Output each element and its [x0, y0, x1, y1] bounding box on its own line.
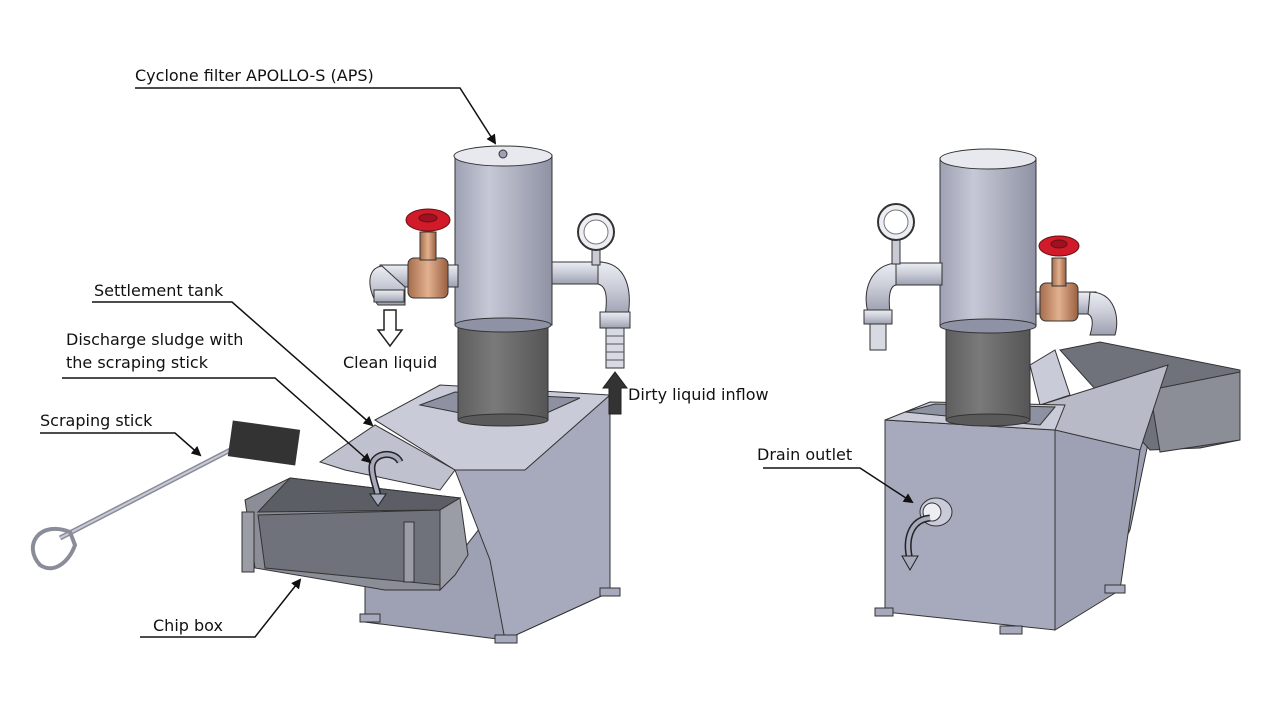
right-unit: [863, 148, 1241, 635]
label-chip-box: Chip box: [153, 616, 223, 635]
label-settlement-tank: Settlement tank: [94, 281, 224, 300]
leader-chip-box: [140, 578, 302, 638]
cyclone-upper-cylinder: [454, 154, 553, 326]
scraping-brush: [227, 420, 301, 466]
label-discharge-sludge-line1: Discharge sludge with: [66, 330, 244, 349]
foot: [1104, 584, 1126, 594]
dirty-liquid-arrow-icon: [602, 371, 628, 415]
label-discharge-sludge-line2: the scraping stick: [66, 353, 208, 372]
foot: [599, 587, 621, 597]
cyclone-lower-cylinder: [945, 319, 1031, 421]
clean-liquid-arrow-icon: [376, 309, 404, 348]
cyclone-lid: [939, 148, 1037, 170]
scraping-stick: [30, 420, 301, 571]
leader-drain-outlet: [763, 467, 914, 504]
cyclone-upper-cylinder: [939, 157, 1037, 327]
leader-lines: [40, 87, 914, 638]
label-dirty-liquid-inflow: Dirty liquid inflow: [628, 385, 769, 404]
label-drain-outlet: Drain outlet: [757, 445, 853, 464]
label-scraping-stick: Scraping stick: [40, 411, 153, 430]
foot: [494, 634, 518, 644]
leader-discharge-sludge: [62, 377, 372, 464]
foot: [874, 607, 894, 617]
label-cyclone-filter: Cyclone filter APOLLO-S (APS): [135, 66, 374, 85]
valve-body: [1039, 282, 1079, 322]
foot: [999, 625, 1023, 635]
foot: [359, 613, 381, 623]
left-unit: [30, 145, 631, 644]
leader-scraping-stick: [40, 432, 202, 457]
settlement-tank-front: [884, 419, 1056, 631]
cyclone-lower-cylinder: [457, 319, 549, 421]
label-clean-liquid: Clean liquid: [343, 353, 438, 372]
leader-cyclone-filter: [135, 87, 497, 145]
valve-body: [407, 257, 449, 299]
leader-settlement-tank: [92, 301, 374, 427]
